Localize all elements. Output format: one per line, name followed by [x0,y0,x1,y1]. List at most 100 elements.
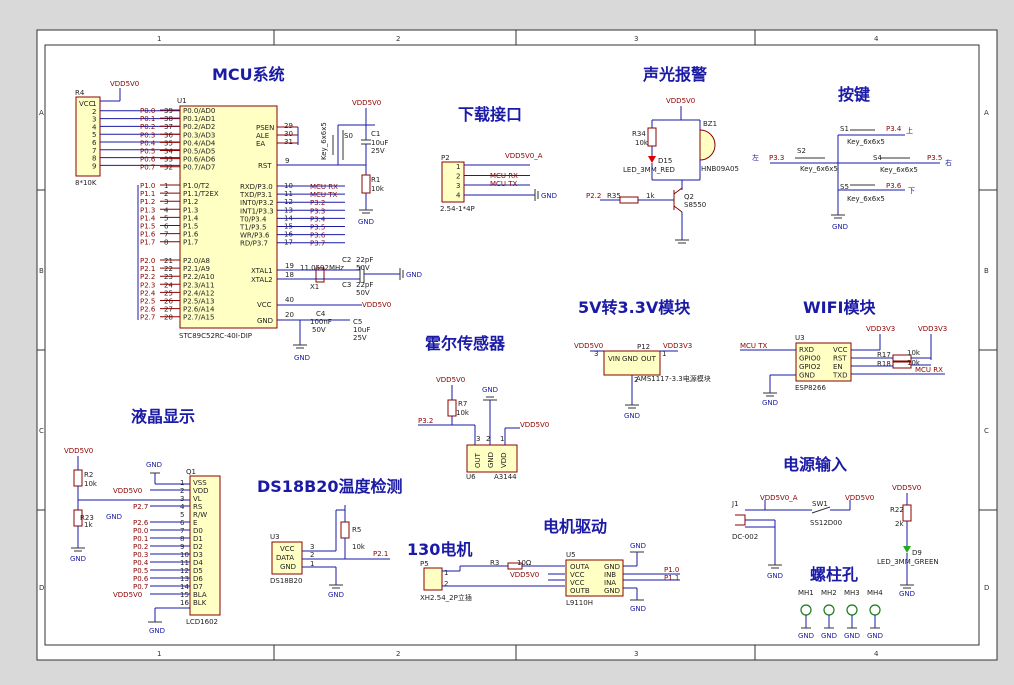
l9110-left-pin-1: VCC [570,571,585,579]
port1-net-6: P1.6 [140,231,156,239]
r18-ref: R18 [877,360,891,368]
key-down-label: 下 [908,187,915,195]
lcd1602-display [189,475,221,616]
r4-pin-3: 3 [92,116,96,124]
port3-net-2: P3.2 [310,199,325,207]
q2-ref: Q2 [684,193,694,201]
port3-net-4: P3.4 [310,215,326,223]
wifi-right-pin-2: EN [833,363,843,371]
ds-pin-data: DATA [276,554,294,562]
port0-net-1: P0.1 [140,115,155,123]
port2-pinnum-5: 26 [164,298,173,306]
ds18b20-sensor [271,541,303,575]
lcd-pin-net-6: P0.0 [133,527,148,535]
port1-pinname-4: P1.4 [183,214,199,222]
key-right-net: P3.5 [927,154,942,162]
c5-ref: C5 [353,318,362,326]
screw-hole-gnd-2: GND [844,632,860,640]
lcd-pin-net-8: P0.2 [133,543,148,551]
port2-net-3: P2.3 [140,281,155,289]
rst-gnd-label: GND [358,218,374,226]
r4-pin-7: 7 [92,147,96,155]
keys-block: S1 Key_6x6x5 P3.4 上 S2 Key_6x6x5 P3.3 左 … [752,125,952,231]
d15-ref: D15 [658,157,672,165]
port0-pinname-4: P0.4/AD4 [183,139,216,147]
hall-pin-gnd: GND [487,452,495,468]
title-regulator: 5V转3.3V模块 [578,298,691,317]
port1-net-2: P1.2 [140,198,155,206]
r4-resistor-pack [75,96,101,177]
lcd-vdd-label: VDD5V0 [64,447,93,455]
s5-value: Key_6x6x5 [847,195,885,203]
u1-part: STC89C52RC-40I-DIP [179,332,252,340]
lcd-pin-name-10: D4 [193,559,203,567]
hall-block: VDD5V0 R7 10k P3.2 GND VDD5V0 OUT GND VD… [418,376,549,481]
power-net-out: VDD5V0 [845,494,874,502]
xtal2-num: 18 [285,271,294,279]
lcd-block: Q1 VSS1VDD2VDD5V0VL3RS4P2.7R/W5E6P2.6D07… [64,447,221,635]
lcd-pin-num-4: 5 [180,511,184,519]
x1-crystal [315,267,325,283]
lcd-pin-name-11: D5 [193,567,203,575]
wifi-left-pin-3: GND [799,372,815,380]
ds-pinnum-2: 2 [310,551,314,559]
download-tx-label: MCU TX [490,180,518,188]
p12-ref: P12 [637,343,650,351]
wifi-vdd2: VDD3V3 [918,325,947,333]
key-right-label: 右 [945,158,952,167]
j1-part: DC-002 [732,533,758,541]
port1-pinnum-3: 4 [164,206,169,214]
q1-ref: Q1 [186,468,196,476]
c2-volt: 50V [356,264,370,272]
p2-ref: P2 [441,154,450,162]
port2-pinnum-4: 25 [164,289,173,297]
r4-pin-8: 8 [92,155,96,163]
port3-name-7: RD/P3.7 [240,240,268,248]
l9110-right-pin-0: GND [604,563,620,571]
s0-value: Key_6x6x5 [320,122,328,160]
keys-gnd-label: GND [832,223,848,231]
port3-net-1: MCU TX [310,191,338,199]
ctrl-num-0: 29 [284,122,293,130]
s1-ref: S1 [840,125,849,133]
port1-pinnum-2: 3 [164,198,168,206]
lcd1602-part: LCD1602 [186,618,218,626]
port0-net-3: P0.3 [140,131,155,139]
alarm-block: VDD5V0 R34 10k D15 LED_3MM_RED BZ1 HNB09… [586,97,739,244]
rst-vdd-label: VDD5V0 [352,99,381,107]
motor-gnd-top: GND [630,542,646,550]
port2-net-7: P2.7 [140,314,155,322]
port1-pinname-5: P1.5 [183,223,198,231]
port0-pinnum-4: 35 [164,139,173,147]
lcd-pin-name-0: VSS [193,479,207,487]
power-block: J1 DC-002 VDD5V0_A SW1 SS12D00 VDD5V0 GN… [731,484,939,598]
port0-pinname-7: P0.7/AD7 [183,164,215,172]
wifi-left-pin-2: GPIO2 [799,363,821,371]
r7-value: 10k [456,409,470,417]
lcd-pin-num-8: 9 [180,543,184,551]
port2-pinname-5: P2.5/A13 [183,298,214,306]
reg-in-net: VDD5V0 [574,342,603,350]
frame-row-d-right: D [984,584,989,592]
ctrl-name-1: ALE [256,132,269,140]
port2-net-2: P2.2 [140,273,155,281]
l9110-left-pin-0: OUTA [570,563,589,571]
port0-net-5: P0.5 [140,148,155,156]
lcd-pin-net-14: VDD5V0 [113,591,142,599]
ds-pinnum-3: 3 [310,543,314,551]
port1-pinname-7: P1.7 [183,239,198,247]
p2-pin-3: 3 [456,182,460,190]
hall-pin2: 2 [486,435,490,443]
port0-net-7: P0.7 [140,164,155,172]
lcd-pin-net-11: P0.5 [133,567,148,575]
key-up-label: 上 [906,126,913,135]
key-down-net: P3.6 [886,182,902,190]
port1-net-1: P1.1 [140,190,155,198]
lcd-pin-name-6: D0 [193,527,203,535]
port1-pinname-0: P1.0/T2 [183,182,209,190]
power-led-gnd: GND [899,590,915,598]
frame-row-c: C [39,427,44,435]
lcd-pin-num-5: 6 [180,519,185,527]
ctrl-num-1: 30 [284,130,293,138]
port3-name-2: INT0/P3.2 [240,199,274,207]
